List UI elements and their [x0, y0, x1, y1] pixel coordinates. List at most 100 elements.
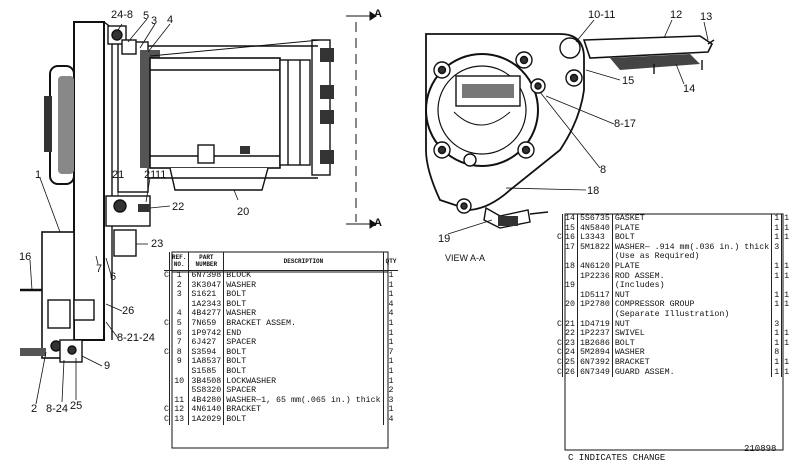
quantity-alt: 1	[781, 329, 792, 339]
callout-15: 15	[622, 75, 635, 87]
callout-7: 7	[96, 263, 103, 275]
part-number: 1P2236	[576, 271, 613, 282]
description: WASHER— .914 mm(.036 in.) thick	[611, 242, 772, 253]
quantity: 1	[771, 223, 782, 234]
part-number: 1A8537	[188, 357, 224, 367]
callout-11: 11	[155, 169, 167, 181]
view-label: VIEW A-A	[445, 253, 486, 263]
callout-8-17: 8-17	[614, 118, 637, 130]
description: ROD ASSEM.	[611, 271, 772, 282]
ref-number: 10	[168, 376, 189, 387]
header-qty: QTY	[382, 252, 399, 271]
change-flag: C	[164, 318, 169, 328]
callout-8-24: 8-24	[46, 403, 69, 415]
callout-10-11: 10-11	[588, 9, 616, 21]
description: SWIVEL	[611, 329, 772, 339]
description: BOLT	[223, 414, 384, 425]
ref-number	[561, 271, 578, 282]
quantity: 1	[382, 290, 399, 300]
part-number: 4N6120	[576, 261, 613, 272]
quantity-alt: 1	[781, 290, 792, 301]
table-row: (Use as Required)	[557, 252, 792, 262]
part-number: S1585	[188, 366, 224, 377]
part-number: 6N7392	[576, 357, 613, 368]
ref-number	[168, 386, 189, 396]
quantity: 1	[771, 329, 782, 339]
part-number: 1D5117	[576, 290, 613, 301]
quantity: 4	[382, 414, 399, 425]
section-mark-bottom: A	[374, 217, 382, 229]
description: BOLT	[223, 290, 384, 300]
callout-9: 9	[104, 360, 111, 372]
callout-6: 6	[110, 271, 117, 283]
ref-number: 6	[168, 328, 189, 339]
quantity-alt: 1	[781, 338, 792, 349]
description: BOLT	[611, 338, 772, 349]
callout-5: 5	[143, 10, 150, 22]
part-number: 4B4280	[188, 395, 224, 406]
callout-12: 12	[670, 9, 683, 21]
callout-3: 3	[151, 15, 158, 27]
part-number: 1B2686	[576, 338, 613, 349]
callout-13: 13	[700, 11, 713, 23]
ref-number: 23	[561, 338, 578, 349]
part-number: 3B4508	[188, 376, 224, 387]
part-number	[576, 252, 613, 262]
ref-number: 7	[168, 338, 189, 348]
drawing-code: 210898	[744, 444, 777, 454]
quantity: 1	[771, 233, 782, 243]
ref-number	[561, 290, 578, 301]
quantity: 1	[771, 214, 782, 224]
part-number: 6N7398	[188, 270, 224, 281]
part-number: 5M2894	[576, 348, 613, 358]
quantity-alt: 1	[781, 233, 792, 243]
quantity: 1	[382, 366, 399, 377]
ref-number: 12	[168, 405, 189, 415]
quantity: 1	[771, 300, 782, 310]
quantity: 1	[382, 338, 399, 348]
change-flag: C	[164, 405, 169, 415]
part-number: 3K3047	[188, 280, 224, 291]
callout-4: 4	[167, 14, 174, 26]
description: END	[223, 328, 384, 339]
change-flag: C	[557, 233, 562, 243]
description: GUARD ASSEM.	[611, 367, 772, 378]
table-row: 19(Includes)	[557, 281, 792, 291]
description: BRACKET	[223, 405, 384, 415]
ref-number: 24	[561, 348, 578, 358]
ref-number: 22	[561, 329, 578, 339]
part-number: 5S6735	[576, 214, 613, 224]
quantity-alt	[781, 348, 792, 358]
ref-number: 2	[168, 280, 189, 291]
description: BRACKET	[611, 357, 772, 368]
description: BOLT	[223, 299, 384, 310]
description: BOLT	[611, 233, 772, 243]
callout-21-a: 21	[112, 169, 125, 181]
quantity-alt	[781, 309, 792, 320]
quantity-alt	[781, 242, 792, 253]
change-flag: C	[557, 319, 562, 329]
quantity-alt: 1	[781, 223, 792, 234]
part-number: 1A2343	[188, 299, 224, 310]
change-flag: C	[164, 347, 169, 357]
description: LOCKWASHER	[223, 376, 384, 387]
part-number: L3343	[576, 233, 613, 243]
header-ref: REF. NO.	[168, 252, 189, 271]
